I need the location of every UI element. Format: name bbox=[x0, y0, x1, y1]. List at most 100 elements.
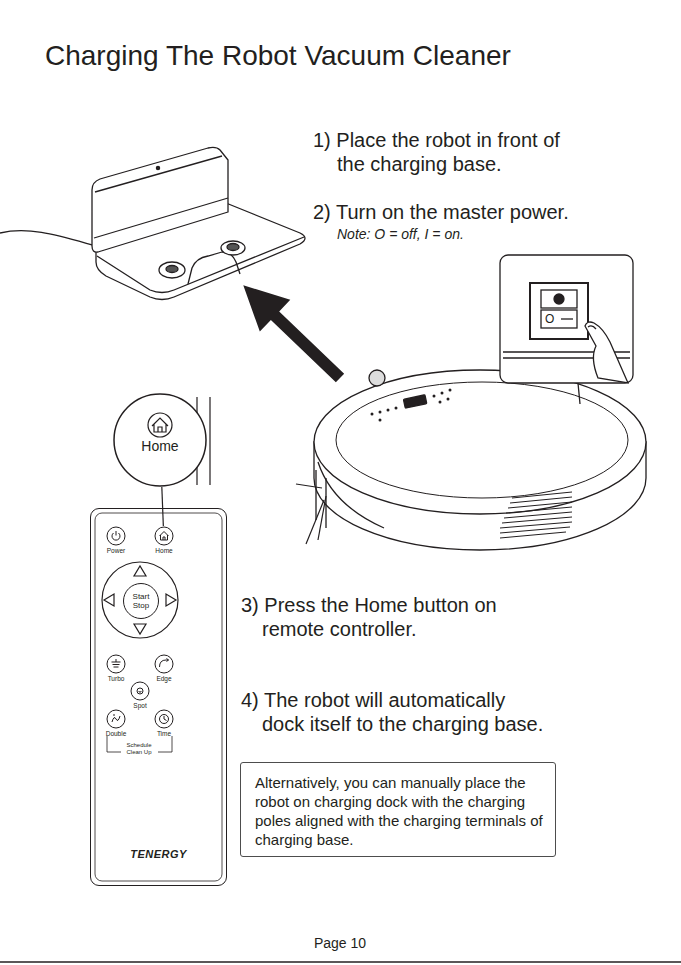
button-icon bbox=[112, 531, 120, 540]
button-icon bbox=[112, 659, 121, 667]
callout-frame bbox=[500, 255, 633, 383]
label-block: Note: O = off, I = on. bbox=[337, 225, 587, 243]
home-button-ring bbox=[148, 413, 172, 437]
indicator-dot bbox=[387, 409, 390, 412]
vent-line bbox=[508, 502, 572, 508]
robot-vacuum bbox=[296, 370, 646, 550]
icon-stroke bbox=[164, 716, 167, 721]
note-text: Alternatively, you can manually place th… bbox=[255, 773, 555, 849]
display-panel bbox=[403, 395, 426, 408]
brand-logo: TENERGY bbox=[91, 848, 226, 861]
arrow-shape bbox=[228, 269, 355, 394]
icon-stroke bbox=[167, 659, 169, 662]
switch-callout bbox=[500, 255, 633, 383]
button-outline bbox=[155, 655, 173, 673]
indicator-dot bbox=[371, 413, 374, 416]
label-block: Page 10 bbox=[290, 935, 390, 951]
direction-arrow bbox=[228, 269, 355, 394]
vent-line bbox=[500, 522, 572, 528]
side-brush bbox=[296, 484, 326, 544]
vent-line bbox=[506, 507, 572, 513]
vent-line bbox=[502, 517, 572, 523]
remote-button: Spot bbox=[122, 681, 158, 715]
icon-stroke bbox=[113, 715, 115, 716]
pad-arrow bbox=[134, 624, 146, 634]
pad-arrow bbox=[134, 566, 146, 576]
button-icon bbox=[137, 688, 143, 694]
page-title: Charging The Robot Vacuum Cleaner bbox=[45, 40, 511, 72]
button-shape bbox=[122, 681, 158, 703]
pad-arrow bbox=[104, 594, 114, 606]
wrap-spacer bbox=[537, 688, 557, 712]
button-name: Home bbox=[146, 547, 182, 555]
button-icon bbox=[112, 715, 120, 722]
icon-stroke bbox=[114, 667, 119, 668]
base-plate-edge bbox=[97, 237, 304, 293]
switch-key bbox=[541, 290, 577, 308]
icon-stroke bbox=[160, 715, 169, 724]
icon-stroke bbox=[137, 688, 143, 694]
bump-sensor bbox=[369, 370, 385, 386]
button-outline bbox=[107, 655, 125, 673]
button-outline bbox=[131, 682, 149, 700]
step-text: 2) Turn on the master power. bbox=[313, 201, 569, 223]
label-block: O bbox=[545, 312, 559, 326]
charging-tower bbox=[92, 147, 228, 252]
vent-line bbox=[510, 497, 572, 503]
button-name: Home bbox=[113, 438, 207, 454]
status-led bbox=[156, 166, 159, 169]
button-name: Double bbox=[98, 730, 134, 738]
icon-stroke bbox=[113, 664, 120, 665]
tower-band bbox=[94, 198, 228, 238]
indicator-dot bbox=[447, 398, 450, 401]
button-shape bbox=[98, 654, 134, 676]
page-number: Page 10 bbox=[314, 935, 366, 951]
button-outline bbox=[124, 584, 159, 619]
brush-bristle bbox=[318, 496, 326, 540]
indicator-dot bbox=[379, 411, 382, 414]
button-icon bbox=[160, 715, 169, 724]
switch-leader bbox=[578, 383, 580, 404]
switch-housing bbox=[530, 283, 588, 339]
remote-button: Turbo bbox=[98, 654, 134, 688]
charging-terminal bbox=[221, 241, 245, 255]
button-shape bbox=[146, 709, 182, 731]
remote-button: Double bbox=[98, 709, 134, 743]
remote-button: Power bbox=[98, 526, 134, 560]
remote-controller: TENERGYPowerHomeStart StopTurboEdgeSpotD… bbox=[90, 508, 227, 886]
icon-stroke bbox=[116, 531, 117, 536]
charging-terminal bbox=[159, 262, 185, 278]
step-text: 4) The robot will automatically dock its… bbox=[241, 689, 543, 735]
finger-nail bbox=[588, 326, 596, 329]
bracket-label: Schedule Clean Up bbox=[126, 742, 151, 755]
button-name: Turbo bbox=[98, 675, 134, 683]
step-text: 3) Press the Home button on remote contr… bbox=[241, 594, 497, 640]
switch-mark: O bbox=[545, 312, 554, 326]
button-icon bbox=[160, 532, 169, 541]
indicator-dot bbox=[441, 392, 444, 395]
page-rule bbox=[0, 961, 681, 963]
charging-terminal-core bbox=[166, 266, 178, 273]
button-outline bbox=[107, 527, 125, 545]
note-box: Alternatively, you can manually place th… bbox=[240, 762, 556, 857]
brush-bristle bbox=[296, 484, 322, 488]
on-dot bbox=[554, 294, 564, 304]
home-icon bbox=[152, 418, 168, 432]
robot-lid bbox=[336, 382, 628, 498]
step-text: 1) Place the robot in front of the charg… bbox=[313, 129, 560, 175]
icon-stroke bbox=[163, 537, 165, 540]
finger bbox=[585, 322, 628, 383]
indicator-dot bbox=[439, 401, 442, 404]
button-name: Time bbox=[146, 730, 182, 738]
button-shape bbox=[98, 526, 134, 548]
robot-bumper bbox=[318, 462, 384, 528]
button-outline bbox=[107, 710, 125, 728]
icon-stroke bbox=[116, 659, 117, 662]
button-outline bbox=[155, 710, 173, 728]
indicator-dot bbox=[449, 389, 452, 392]
icon-stroke bbox=[139, 691, 141, 692]
charging-base bbox=[0, 147, 305, 299]
on-mark bbox=[561, 318, 573, 319]
air-vent bbox=[500, 492, 572, 538]
